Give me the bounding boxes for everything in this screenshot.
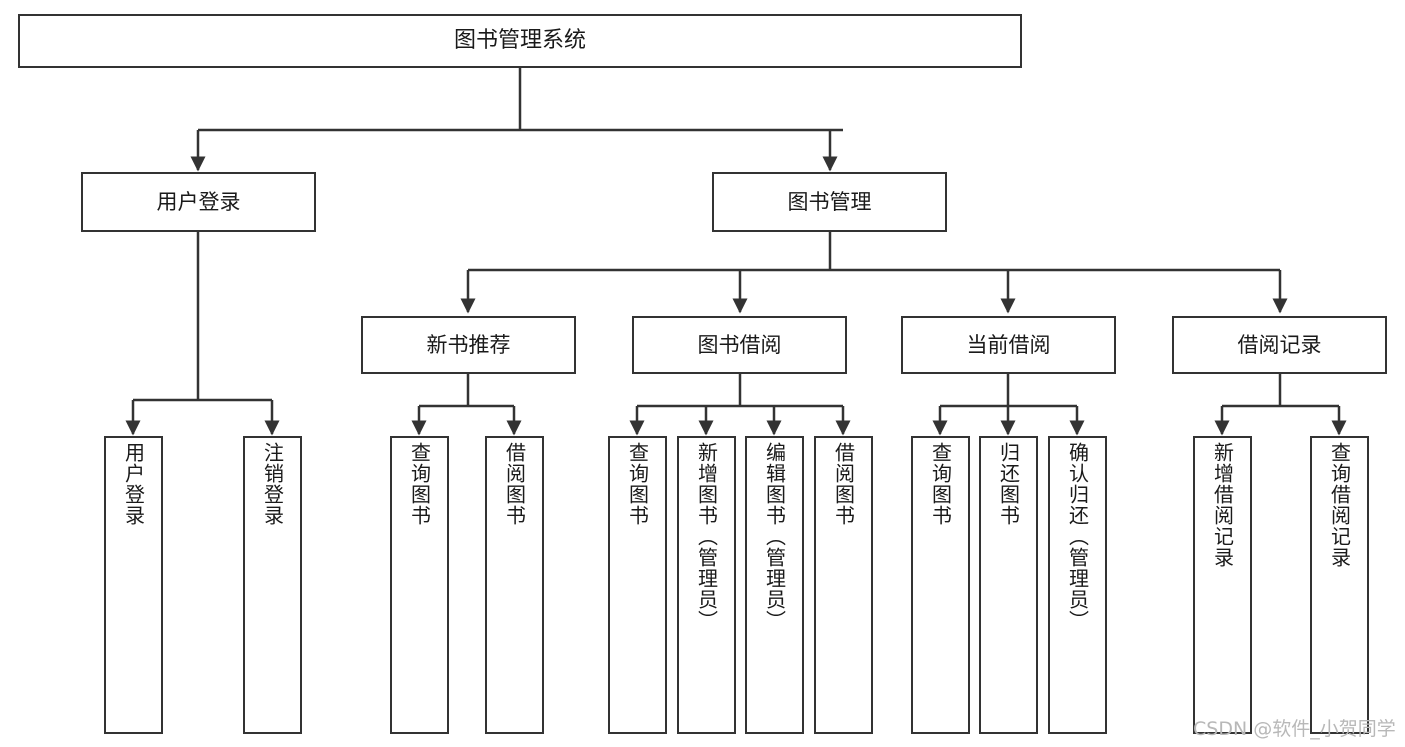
node-label: 新书推荐 [426, 332, 511, 357]
node-leaf-borrow-book-2[interactable]: 借阅图书 [814, 436, 873, 734]
node-leaf-logout-login[interactable]: 注销登录 [243, 436, 302, 734]
node-label: 用户登录 [156, 189, 241, 214]
node-new-book-recommend[interactable]: 新书推荐 [361, 316, 576, 374]
node-label: 查询图书 [407, 442, 432, 526]
node-book-management[interactable]: 图书管理 [712, 172, 947, 232]
node-root-book-management-system[interactable]: 图书管理系统 [18, 14, 1022, 68]
node-label: 图书管理系统 [453, 28, 586, 54]
node-label: 当前借阅 [966, 332, 1051, 357]
node-label: 图书借阅 [697, 332, 782, 357]
node-label: 借阅图书 [831, 442, 856, 526]
node-leaf-add-book[interactable]: 新增图书（管理员） [677, 436, 736, 734]
node-leaf-return-book[interactable]: 归还图书 [979, 436, 1038, 734]
node-label: 确认归还（管理员） [1065, 442, 1090, 631]
node-label: 查询借阅记录 [1327, 442, 1352, 568]
node-leaf-edit-book[interactable]: 编辑图书（管理员） [745, 436, 804, 734]
node-label: 归还图书 [996, 442, 1021, 526]
node-label: 借阅图书 [502, 442, 527, 526]
node-current-borrow[interactable]: 当前借阅 [901, 316, 1116, 374]
node-leaf-query-book-2[interactable]: 查询图书 [608, 436, 667, 734]
node-label: 注销登录 [260, 442, 285, 526]
node-leaf-query-book-3[interactable]: 查询图书 [911, 436, 970, 734]
node-book-borrow[interactable]: 图书借阅 [632, 316, 847, 374]
node-leaf-query-record[interactable]: 查询借阅记录 [1310, 436, 1369, 734]
node-leaf-add-record[interactable]: 新增借阅记录 [1193, 436, 1252, 734]
node-label: 用户登录 [121, 442, 146, 526]
node-leaf-borrow-book-1[interactable]: 借阅图书 [485, 436, 544, 734]
node-leaf-user-login[interactable]: 用户登录 [104, 436, 163, 734]
node-label: 查询图书 [625, 442, 650, 526]
node-leaf-query-book-1[interactable]: 查询图书 [390, 436, 449, 734]
node-label: 新增借阅记录 [1210, 442, 1235, 568]
node-label: 新增图书（管理员） [694, 442, 719, 631]
node-label: 借阅记录 [1237, 332, 1322, 357]
node-leaf-confirm-return[interactable]: 确认归还（管理员） [1048, 436, 1107, 734]
node-borrow-record[interactable]: 借阅记录 [1172, 316, 1387, 374]
node-label: 查询图书 [928, 442, 953, 526]
node-label: 编辑图书（管理员） [762, 442, 787, 631]
node-user-login[interactable]: 用户登录 [81, 172, 316, 232]
node-label: 图书管理 [787, 189, 872, 214]
